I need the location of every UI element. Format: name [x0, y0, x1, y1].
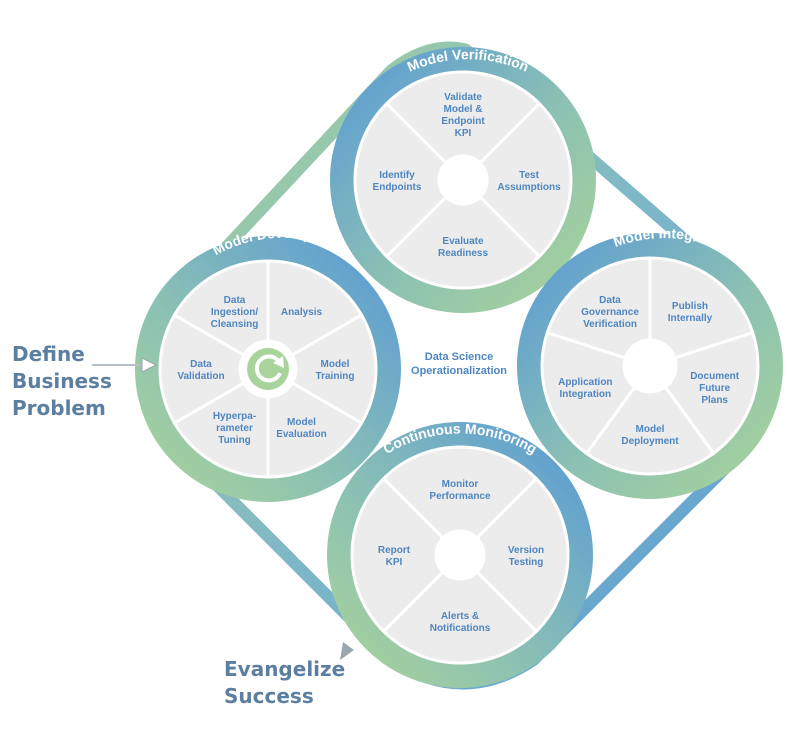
define-line: Define — [12, 342, 85, 366]
problem-line: Problem — [12, 396, 106, 420]
model-verification-ring-band — [330, 47, 596, 313]
continuous-monitoring-hub — [438, 533, 482, 577]
segment-label: Internally — [668, 313, 713, 324]
segment-document-future-plans — [663, 330, 760, 456]
refresh-cycle-icon — [247, 348, 289, 390]
segment-label: Validate — [444, 92, 482, 103]
segment-label: Performance — [429, 491, 491, 502]
segment-label: Version — [508, 545, 544, 556]
segment-data-validation — [158, 312, 246, 426]
segment-label: Plans — [701, 395, 728, 406]
segment-identify-endpoints — [353, 101, 449, 259]
segment-label: Governance — [581, 307, 639, 318]
segment-data-ingestion-cleansing — [172, 259, 270, 358]
segment-label: Ingestion/ — [211, 307, 258, 318]
center-label-line1: Data Science — [425, 351, 493, 363]
success-line: Success — [224, 684, 314, 708]
define-arrow-icon — [92, 357, 158, 373]
segment-application-integration — [540, 330, 637, 456]
segment-label: Endpoints — [373, 182, 422, 193]
segment-label: Data — [190, 359, 212, 370]
segment-label: Tuning — [218, 435, 251, 446]
segment-label: Integration — [559, 389, 611, 400]
segment-model-training — [290, 312, 378, 426]
model-integration-hub — [626, 342, 674, 390]
model-integration-ring-band — [517, 233, 783, 499]
segment-label: Cleansing — [211, 319, 259, 330]
evangelize-line: Evangelize — [224, 657, 346, 681]
evangelize-success-label: Evangelize Success — [224, 656, 345, 710]
continuous-monitoring-ring-band — [327, 422, 593, 688]
model-verification-hub — [441, 158, 485, 202]
segment-label: Data — [224, 295, 246, 306]
segment-analysis — [266, 259, 364, 358]
segment-label: Monitor — [442, 479, 479, 490]
segment-label: Testing — [509, 557, 544, 568]
segment-label: Notifications — [430, 623, 491, 634]
segment-label: Data — [599, 295, 621, 306]
segment-label: Evaluation — [276, 429, 327, 440]
segment-label: KPI — [455, 128, 472, 139]
segment-label: Assumptions — [497, 182, 561, 193]
segment-label: Deployment — [621, 436, 679, 447]
segment-label: Application — [558, 377, 612, 388]
segment-label: Verification — [583, 319, 637, 330]
segment-label: Analysis — [281, 307, 323, 318]
business-line: Business — [12, 369, 112, 393]
evangelize-arrow-icon — [340, 642, 354, 660]
segment-label: rameter — [216, 423, 253, 434]
segment-report-kpi — [350, 476, 446, 634]
center-label-line2: Operationalization — [411, 365, 507, 377]
segment-label: Model — [636, 424, 665, 435]
segment-publish-internally — [648, 256, 755, 360]
segment-label: Model & — [444, 104, 483, 115]
segment-label: Model — [287, 417, 316, 428]
segment-label: Training — [316, 371, 355, 382]
segment-hyperpa-rameter-tuning — [172, 380, 270, 479]
segment-model-deployment — [584, 384, 716, 476]
segment-label: Validation — [177, 371, 224, 382]
segment-label: Readiness — [438, 248, 488, 259]
segment-label: Future — [699, 383, 731, 394]
segment-label: Evaluate — [442, 236, 484, 247]
segment-data-governance-verification — [545, 256, 652, 360]
segment-label: Report — [378, 545, 411, 556]
segment-model-evaluation — [266, 380, 364, 479]
segment-label: Alerts & — [441, 611, 479, 622]
segment-label: Document — [690, 371, 740, 382]
segment-label: Identify — [379, 170, 415, 181]
segment-label: Publish — [672, 301, 708, 312]
define-business-problem-label: Define Business Problem — [12, 341, 112, 422]
model-integration-ring: PublishInternallyDocumentFuturePlansMode… — [517, 233, 783, 499]
segment-label: Hyperpa- — [213, 411, 256, 422]
segment-label: KPI — [386, 557, 403, 568]
segment-label: Endpoint — [441, 116, 485, 127]
segment-label: Test — [519, 170, 539, 181]
segment-label: Model — [321, 359, 350, 370]
